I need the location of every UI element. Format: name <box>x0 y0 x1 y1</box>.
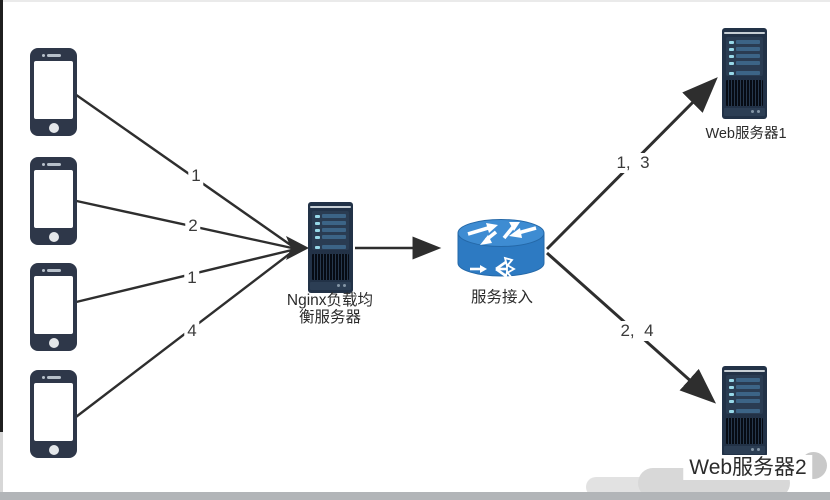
edge-label-web1: 1, 3 <box>613 153 653 173</box>
load-balancer-label-line1: Nginx负载均 <box>286 292 374 309</box>
edge-phone2-to-lb <box>71 198 293 250</box>
edge-phone4-to-lb <box>71 251 293 421</box>
web-server-2-label: Web服务器2 <box>683 455 813 480</box>
top-border <box>0 0 830 2</box>
access-router-label: 服务接入 <box>470 289 534 306</box>
server-foot <box>310 282 351 290</box>
server-foot <box>724 108 765 116</box>
client-phone-4 <box>30 370 77 458</box>
load-balancer-label: Nginx负载均 衡服务器 <box>287 292 373 326</box>
client-phone-2 <box>30 157 77 245</box>
phone-screen <box>34 383 73 441</box>
left-edge-light <box>0 432 3 492</box>
phone-speaker-icon <box>46 269 61 272</box>
edge-label-web2: 2, 4 <box>617 321 657 341</box>
edge-label-phone1: 1 <box>188 166 204 186</box>
edge-phone3-to-lb <box>71 248 293 305</box>
phone-speaker-icon <box>46 163 61 166</box>
phone-home-button-icon <box>48 123 59 133</box>
edge-label-phone3: 1 <box>184 268 200 288</box>
server-drive-bays <box>726 37 763 76</box>
phone-camera-icon <box>42 163 45 166</box>
client-phone-1 <box>30 48 77 136</box>
phone-speaker-icon <box>46 376 61 379</box>
server-lid <box>724 370 765 372</box>
edge-label-phone4: 4 <box>184 321 200 341</box>
web-server-2-icon <box>722 366 767 457</box>
phone-home-button-icon <box>48 445 59 455</box>
server-drive-bays <box>312 211 349 250</box>
server-foot <box>724 446 765 454</box>
server-lid <box>310 206 351 208</box>
phone-screen <box>34 276 73 334</box>
phone-screen <box>34 170 73 228</box>
phone-home-button-icon <box>48 232 59 242</box>
converge-arrowhead <box>286 236 309 260</box>
client-phone-3 <box>30 263 77 351</box>
phone-screen <box>34 61 73 119</box>
server-grille <box>726 80 763 106</box>
server-lid <box>724 32 765 34</box>
phone-camera-icon <box>42 54 45 57</box>
access-router-icon <box>457 219 545 282</box>
phone-camera-icon <box>42 376 45 379</box>
bottom-strip <box>0 492 830 500</box>
load-balancer-label-line2: 衡服务器 <box>298 309 362 326</box>
phone-camera-icon <box>42 269 45 272</box>
server-drive-bays <box>726 375 763 414</box>
web-server-1-icon <box>722 28 767 119</box>
server-grille <box>726 418 763 444</box>
phone-home-button-icon <box>48 338 59 348</box>
server-grille <box>312 254 349 280</box>
left-edge-dark <box>0 0 3 432</box>
edge-phone1-to-lb <box>71 91 293 247</box>
phone-speaker-icon <box>46 54 61 57</box>
web-server-1-label: Web服务器1 <box>705 126 787 142</box>
nginx-load-balancer-icon <box>308 202 353 293</box>
edge-label-phone2: 2 <box>185 216 201 236</box>
